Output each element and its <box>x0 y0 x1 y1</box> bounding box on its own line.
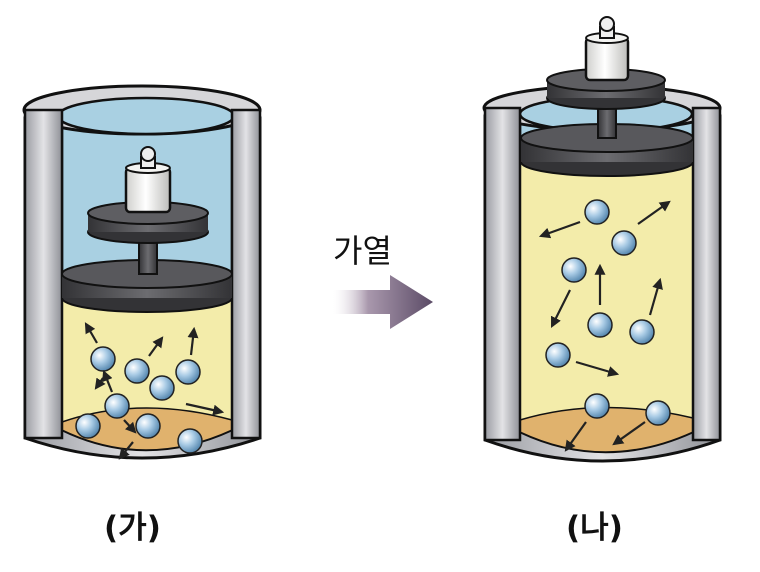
weight-icon <box>124 146 172 214</box>
gas-molecules-before <box>75 346 203 454</box>
velocity-arrows-before <box>84 322 225 460</box>
after-label: (나) <box>566 510 623 546</box>
piston-after <box>520 16 694 177</box>
velocity-arrows-after <box>538 200 671 452</box>
cylinder-before <box>22 84 262 460</box>
before-label: (가) <box>104 510 161 546</box>
heating-label: 가열 <box>333 232 392 270</box>
gas-region <box>520 160 693 452</box>
right-arrow-icon <box>333 275 433 329</box>
weight-icon <box>584 16 630 82</box>
piston-before <box>61 146 233 313</box>
gas-molecules-after <box>545 199 671 426</box>
cylinder-after <box>482 16 722 463</box>
